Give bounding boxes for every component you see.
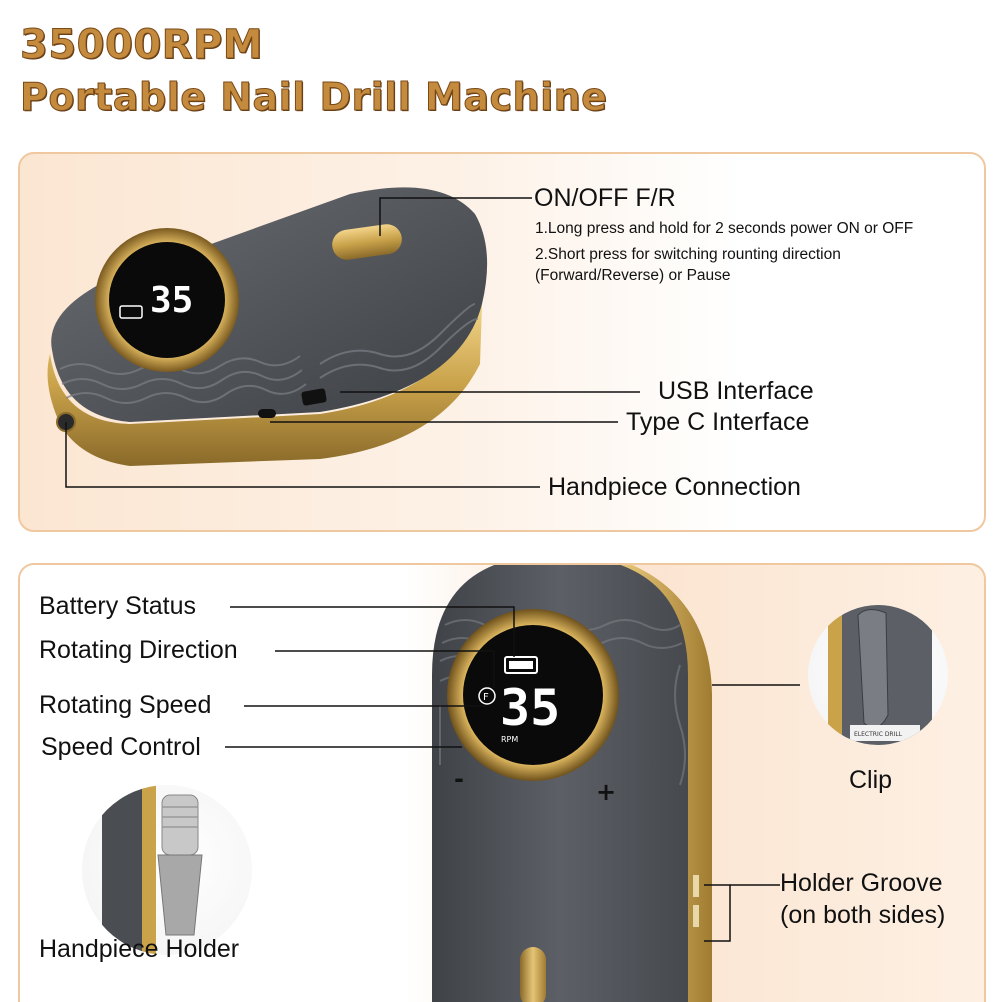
- holder-body-strip: [102, 785, 142, 955]
- top-battery-icon: [119, 305, 143, 319]
- bottom-power-button[interactable]: [520, 947, 546, 1002]
- holder-gold-strip: [142, 785, 156, 955]
- handpiece-holder-label: Handpiece Holder: [39, 935, 240, 963]
- battery-level-fill: [509, 661, 533, 669]
- minus-sign: -: [454, 765, 464, 793]
- clip-label-sticker: [850, 725, 920, 741]
- headline-product: Portable Nail Drill Machine: [19, 75, 608, 120]
- top-feature-panel: 35 ON/OFF F/R 1.Long press and hold for …: [18, 152, 986, 532]
- bottom-device-illustration: F 35 RPM - +: [225, 565, 800, 1002]
- clip-gold-strip: [828, 605, 842, 745]
- top-display-digits: 35: [150, 280, 193, 321]
- usb-interface-label: USB Interface: [658, 377, 814, 405]
- handpiece-holder-image: [82, 785, 252, 955]
- clip-label: Clip: [849, 766, 893, 794]
- speed-digits: 35: [500, 679, 560, 737]
- battery-status-label: Battery Status: [39, 592, 197, 620]
- onoff-desc-1: 1.Long press and hold for 2 seconds powe…: [535, 220, 914, 237]
- holder-groove-mark: [693, 875, 699, 897]
- direction-symbol: F: [483, 692, 489, 703]
- power-button[interactable]: [330, 222, 403, 261]
- handpiece-connection-label: Handpiece Connection: [548, 473, 801, 501]
- speed-control-label: Speed Control: [41, 733, 201, 761]
- rotating-speed-label: Rotating Speed: [39, 691, 212, 719]
- top-leader-lines: [65, 197, 640, 488]
- usb-port[interactable]: [301, 388, 327, 406]
- onoff-desc-2: 2.Short press for switching rounting dir…: [535, 246, 841, 263]
- handpiece-grip: [157, 854, 203, 936]
- bottom-leader-lines: [225, 606, 800, 942]
- top-device-illustration: 35: [47, 187, 640, 488]
- clip-sticker-text: ELECTRIC DRILL: [854, 731, 903, 738]
- clip-image: ELECTRIC DRILL: [808, 605, 948, 745]
- onoff-title: ON/OFF F/R: [534, 184, 676, 212]
- rotating-direction-label: Rotating Direction: [39, 636, 238, 664]
- speed-unit: RPM: [501, 735, 518, 744]
- direction-indicator-icon: [478, 687, 496, 705]
- bottom-display-screen: [463, 625, 603, 765]
- holder-groove-label: Holder Groove: [780, 869, 943, 897]
- typec-interface-label: Type C Interface: [626, 408, 810, 436]
- holder-groove-mark: [693, 905, 699, 927]
- holder-groove-sides-label: (on both sides): [780, 901, 946, 929]
- typec-port[interactable]: [258, 409, 276, 418]
- headline-rpm: 35000RPM: [19, 22, 264, 69]
- gold-band: [47, 304, 483, 466]
- display-screen: [109, 242, 225, 358]
- plus-sign: +: [596, 778, 616, 806]
- handpiece-top: [161, 794, 199, 856]
- bottom-feature-panel: F 35 RPM - + Battery Status Rotating Dir…: [18, 563, 986, 1002]
- battery-indicator-icon: [504, 656, 538, 674]
- onoff-desc-3: (Forward/Reverse) or Pause: [535, 267, 731, 284]
